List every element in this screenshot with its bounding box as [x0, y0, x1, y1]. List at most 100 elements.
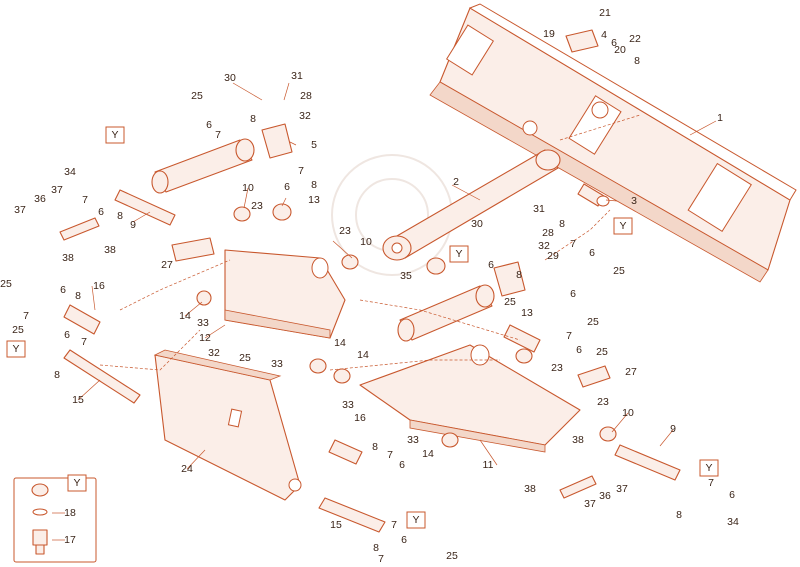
label-14d: 14 — [422, 448, 434, 460]
label-7g: 7 — [566, 330, 572, 342]
label-7k: 7 — [378, 553, 384, 565]
cylinder-middle — [397, 284, 495, 342]
cylinder-upper — [151, 138, 255, 194]
sleeve-part-3 — [577, 183, 610, 207]
bracket-part-29 — [493, 261, 526, 297]
label-36b: 36 — [599, 490, 611, 502]
label-6k: 6 — [399, 459, 405, 471]
svg-text:Y: Y — [455, 248, 462, 260]
y-marker-1: Y — [105, 126, 125, 144]
label-13b: 13 — [521, 307, 533, 319]
label-7j: 7 — [391, 519, 397, 531]
label-33d: 33 — [407, 434, 419, 446]
label-6e: 6 — [60, 284, 66, 296]
label-12: 12 — [199, 332, 211, 344]
label-27: 27 — [161, 259, 173, 271]
y-marker-7: Y — [67, 474, 87, 492]
label-15: 15 — [72, 394, 84, 406]
label-7b: 7 — [298, 165, 304, 177]
pin-part-9-left — [114, 189, 176, 226]
label-8c: 8 — [311, 179, 317, 191]
svg-text:Y: Y — [619, 220, 626, 232]
label-2: 2 — [453, 176, 459, 188]
label-31: 31 — [291, 70, 303, 82]
leader-lines — [52, 82, 717, 541]
bracket-part-19 — [565, 29, 599, 53]
label-28: 28 — [300, 90, 312, 102]
label-6l: 6 — [729, 489, 735, 501]
label-34b: 34 — [727, 516, 739, 528]
label-6g: 6 — [488, 259, 494, 271]
label-6i: 6 — [570, 288, 576, 300]
label-32b: 32 — [538, 240, 550, 252]
label-7d: 7 — [23, 310, 29, 322]
label-23c: 23 — [551, 362, 563, 374]
pin-part-15-left — [63, 349, 141, 404]
label-8d: 8 — [117, 210, 123, 222]
pin-part-9-right — [614, 444, 681, 481]
label-8f: 8 — [54, 369, 60, 381]
label-37b: 37 — [14, 204, 26, 216]
label-8k: 8 — [373, 542, 379, 554]
label-10c: 10 — [622, 407, 634, 419]
y-marker-6: Y — [406, 511, 426, 529]
label-9: 9 — [130, 219, 136, 231]
label-32c: 32 — [208, 347, 220, 359]
y-marker-5: Y — [699, 459, 719, 477]
label-37: 37 — [51, 184, 63, 196]
y-marker-3: Y — [449, 245, 469, 263]
svg-text:Y: Y — [705, 462, 712, 474]
label-17: 17 — [64, 534, 76, 546]
label-23d: 23 — [597, 396, 609, 408]
pin-part-16-right — [328, 439, 363, 465]
assembly-lines — [99, 114, 641, 371]
label-7: 7 — [215, 129, 221, 141]
label-8i: 8 — [372, 441, 378, 453]
label-6d: 6 — [284, 181, 290, 193]
label-8b: 8 — [634, 55, 640, 67]
grease-nipple-detail — [13, 477, 97, 563]
label-6f: 6 — [64, 329, 70, 341]
label-38d: 38 — [524, 483, 536, 495]
label-25h: 25 — [596, 346, 608, 358]
arm-part-11 — [359, 344, 581, 453]
label-22: 22 — [629, 33, 641, 45]
variant-markers: Y Y Y Y Y Y Y — [6, 126, 719, 529]
label-6b: 6 — [611, 37, 617, 49]
label-14c: 14 — [357, 349, 369, 361]
label-25f: 25 — [613, 265, 625, 277]
label-7f: 7 — [570, 238, 576, 250]
label-7c: 7 — [82, 194, 88, 206]
y-marker-2: Y — [6, 340, 26, 358]
label-10b: 10 — [360, 236, 372, 248]
label-6: 6 — [206, 119, 212, 131]
label-35: 35 — [400, 270, 412, 282]
label-1: 1 — [717, 112, 723, 124]
part-labels: 1 2 3 4 5 6 6 6 6 6 6 6 6 6 6 6 6 6 7 7 … — [0, 7, 739, 565]
label-25g: 25 — [587, 316, 599, 328]
label-33b: 33 — [271, 358, 283, 370]
svg-text:Y: Y — [111, 129, 118, 141]
label-37d: 37 — [584, 498, 596, 510]
label-3: 3 — [631, 195, 637, 207]
label-38c: 38 — [572, 434, 584, 446]
label-18: 18 — [64, 507, 76, 519]
label-15b: 15 — [330, 519, 342, 531]
label-8: 8 — [250, 113, 256, 125]
label-6j: 6 — [576, 344, 582, 356]
label-24: 24 — [181, 463, 193, 475]
label-8e: 8 — [75, 290, 81, 302]
label-9b: 9 — [670, 423, 676, 435]
label-7i: 7 — [708, 477, 714, 489]
label-16: 16 — [93, 280, 105, 292]
label-34: 34 — [64, 166, 76, 178]
label-31b: 31 — [533, 203, 545, 215]
label-23b: 23 — [339, 225, 351, 237]
label-27b: 27 — [625, 366, 637, 378]
label-38b: 38 — [104, 244, 116, 256]
label-32: 32 — [299, 110, 311, 122]
label-6m: 6 — [401, 534, 407, 546]
label-36: 36 — [34, 193, 46, 205]
label-38: 38 — [62, 252, 74, 264]
